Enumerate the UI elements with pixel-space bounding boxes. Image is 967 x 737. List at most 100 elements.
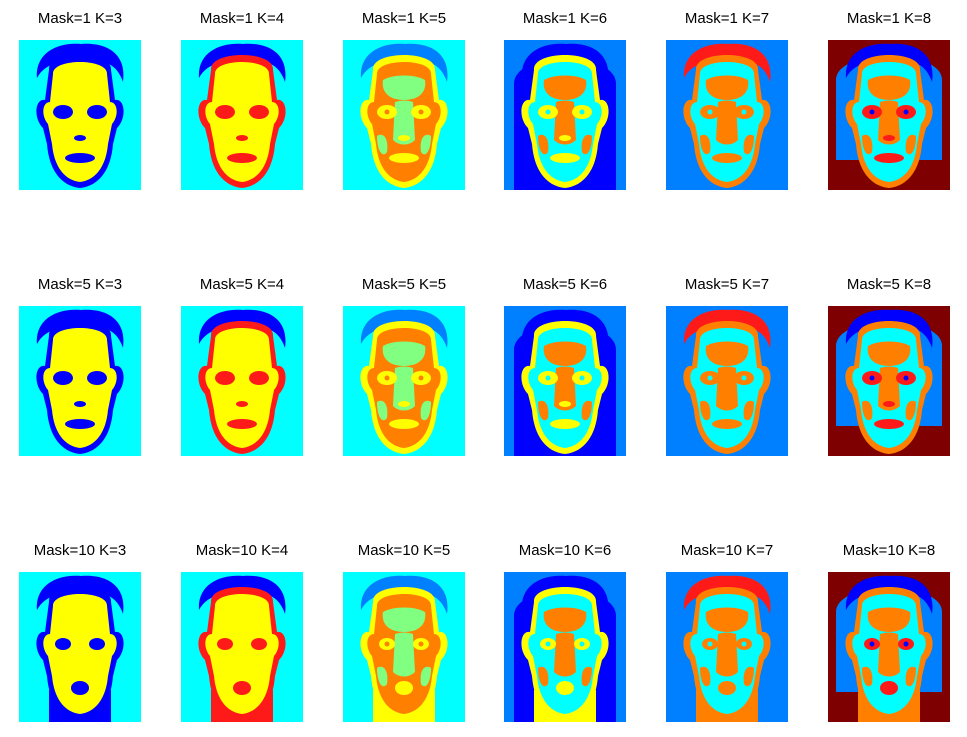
cheek-patch-region [743, 666, 754, 687]
segmentation-image [666, 40, 788, 190]
nose-patch-region [716, 632, 738, 677]
segmentation-image [504, 306, 626, 456]
cheek-patch-region [377, 400, 388, 421]
cheek-patch-region [905, 666, 916, 687]
hair-region [36, 309, 124, 348]
right-pupil-region [741, 375, 747, 381]
right-pupil-region [903, 375, 909, 381]
mouth-region [874, 419, 904, 429]
hair-region [36, 43, 124, 82]
hair-region [198, 43, 286, 82]
left-eye-region [55, 638, 71, 650]
segmentation-image [19, 572, 141, 722]
cheek-patch-region [700, 134, 711, 155]
cheek-patch-region [862, 134, 873, 155]
hair-region [360, 309, 448, 348]
left-pupil-region [545, 641, 551, 647]
cheek-patch-region [700, 666, 711, 687]
panel-title: Mask=10 K=3 [33, 542, 127, 559]
segmentation-image [343, 572, 465, 722]
panel-title: Mask=5 K=6 [522, 276, 608, 293]
nose-patch-region [878, 366, 900, 411]
mouth-region [233, 681, 251, 695]
forehead-patch-region [382, 607, 426, 632]
hair-region [360, 575, 448, 614]
hair-region [845, 309, 933, 348]
hair-region [198, 575, 286, 614]
cheek-patch-region [377, 666, 388, 687]
panel-title: Mask=10 K=7 [680, 542, 774, 559]
face-segmentation-svg [343, 40, 465, 190]
nose-patch-region [554, 100, 576, 145]
panel-title: Mask=1 K=3 [37, 10, 123, 27]
nose-region [398, 401, 410, 407]
left-pupil-region [869, 641, 875, 647]
nose-patch-region [878, 100, 900, 145]
face-segmentation-svg [181, 40, 303, 190]
forehead-patch-region [543, 75, 587, 100]
face-segmentation-svg [181, 572, 303, 722]
panel-title: Mask=1 K=5 [361, 10, 447, 27]
left-pupil-region [545, 375, 551, 381]
mouth-region [65, 153, 95, 163]
segmentation-image [504, 40, 626, 190]
face-segmentation-svg [666, 572, 788, 722]
face-region [43, 62, 117, 182]
forehead-patch-region [867, 75, 911, 100]
cheek-patch-region [420, 666, 431, 687]
nose-patch-region [393, 100, 415, 145]
hair-region [198, 309, 286, 348]
forehead-patch-region [705, 341, 749, 366]
segmentation-image [19, 40, 141, 190]
nose-region [74, 401, 86, 407]
face-segmentation-svg [504, 572, 626, 722]
mouth-region [718, 681, 736, 695]
left-pupil-region [545, 109, 551, 115]
cheek-patch-region [581, 666, 592, 687]
mouth-region [227, 419, 257, 429]
hair-region [521, 575, 609, 614]
cheek-patch-region [905, 134, 916, 155]
right-eye-region [249, 105, 269, 119]
panel-title: Mask=10 K=8 [842, 542, 936, 559]
cheek-patch-region [420, 134, 431, 155]
nose-region [236, 135, 248, 141]
right-pupil-region [418, 109, 424, 115]
mouth-region [550, 419, 580, 429]
left-pupil-region [384, 641, 390, 647]
left-pupil-region [707, 109, 713, 115]
right-pupil-region [579, 641, 585, 647]
face-segmentation-svg [504, 40, 626, 190]
left-pupil-region [707, 641, 713, 647]
nose-patch-region [554, 366, 576, 411]
face-segmentation-svg [19, 306, 141, 456]
cheek-patch-region [581, 400, 592, 421]
cheek-patch-region [743, 400, 754, 421]
right-pupil-region [579, 109, 585, 115]
mouth-region [389, 153, 419, 163]
face-region [205, 594, 279, 714]
nose-patch-region [393, 366, 415, 411]
cheek-patch-region [538, 400, 549, 421]
left-pupil-region [384, 109, 390, 115]
left-eye-region [215, 371, 235, 385]
face-segmentation-svg [666, 306, 788, 456]
face-segmentation-svg [504, 306, 626, 456]
hair-region [521, 43, 609, 82]
face-region [43, 594, 117, 714]
hair-region [683, 309, 771, 348]
left-pupil-region [869, 375, 875, 381]
segmentation-image [343, 306, 465, 456]
right-pupil-region [903, 641, 909, 647]
right-pupil-region [579, 375, 585, 381]
panel-title: Mask=1 K=6 [522, 10, 608, 27]
forehead-patch-region [705, 607, 749, 632]
panel-title: Mask=10 K=6 [518, 542, 612, 559]
nose-region [236, 401, 248, 407]
hair-region [521, 309, 609, 348]
mouth-region [389, 419, 419, 429]
cheek-patch-region [905, 400, 916, 421]
forehead-patch-region [382, 341, 426, 366]
cheek-patch-region [538, 134, 549, 155]
face-segmentation-svg [343, 306, 465, 456]
